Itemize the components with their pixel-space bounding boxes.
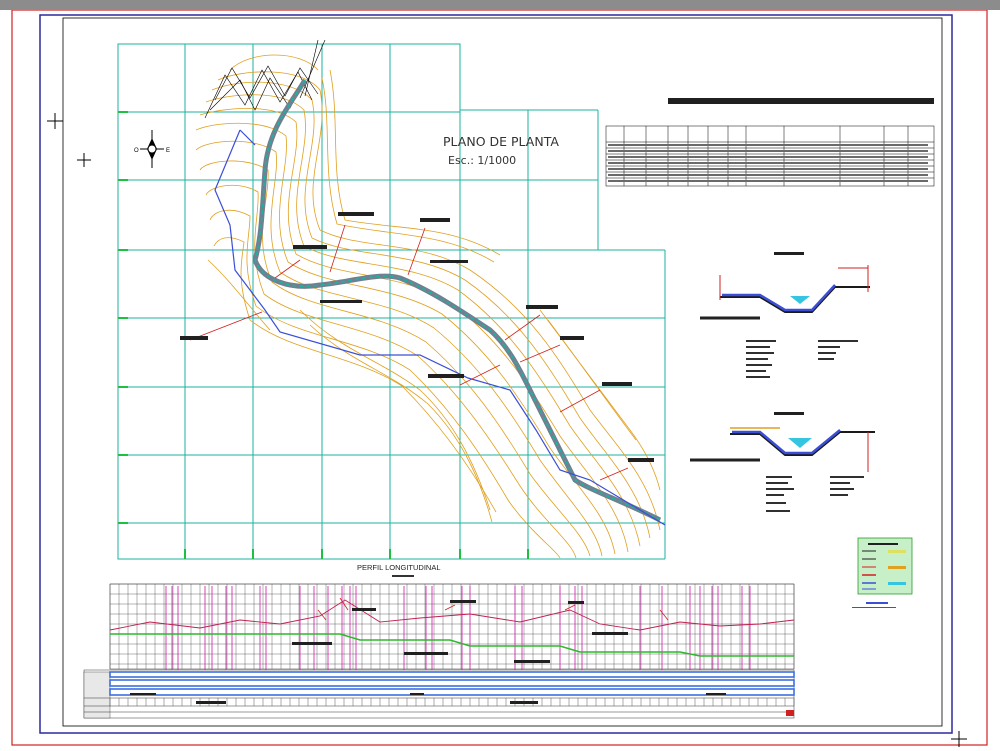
profile-data-bands bbox=[83, 669, 795, 719]
profile-title: PERFIL LONGITUDINAL bbox=[357, 563, 441, 572]
outer-blue-frame bbox=[39, 14, 953, 734]
plan-grid bbox=[117, 43, 666, 560]
profile-lines bbox=[109, 599, 795, 657]
profile-subtitle-bar bbox=[392, 575, 414, 577]
profile-red-markers bbox=[317, 597, 669, 621]
callout-labels bbox=[180, 212, 654, 462]
north-arrow-icon bbox=[140, 130, 164, 168]
callout-leaders bbox=[189, 224, 629, 481]
profile-station-lines bbox=[165, 586, 751, 670]
triangulation-mesh bbox=[204, 39, 326, 119]
outer-red-frame bbox=[11, 10, 988, 746]
compass-west-label: O bbox=[134, 148, 139, 154]
terrain-contours bbox=[195, 54, 661, 559]
cad-drawing-sheet: O E PLANO DE PLANTA Esc.: 1/1000 bbox=[11, 10, 988, 747]
legend-box bbox=[852, 537, 913, 608]
plan-title: PLANO DE PLANTA bbox=[443, 134, 559, 149]
cross-section-2 bbox=[690, 412, 875, 472]
plan-scale: Esc.: 1/1000 bbox=[448, 154, 516, 167]
crosshair-icon bbox=[47, 113, 967, 747]
drainage-polyline bbox=[214, 129, 666, 526]
cross-section-2-notes bbox=[766, 476, 864, 512]
viewer-top-bar bbox=[0, 0, 1000, 10]
compass-east-label: E bbox=[166, 148, 170, 154]
profile-grid-lines bbox=[109, 583, 795, 669]
grid-ticks bbox=[118, 111, 529, 559]
profile-callouts bbox=[292, 600, 628, 663]
inner-frame bbox=[62, 17, 943, 727]
cross-section-1-notes bbox=[746, 340, 858, 378]
curves-table-cells bbox=[608, 144, 928, 182]
cross-section-1 bbox=[700, 252, 870, 320]
road-alignment bbox=[252, 78, 662, 523]
curves-table bbox=[605, 98, 935, 187]
profile-band-ticks bbox=[109, 698, 795, 706]
